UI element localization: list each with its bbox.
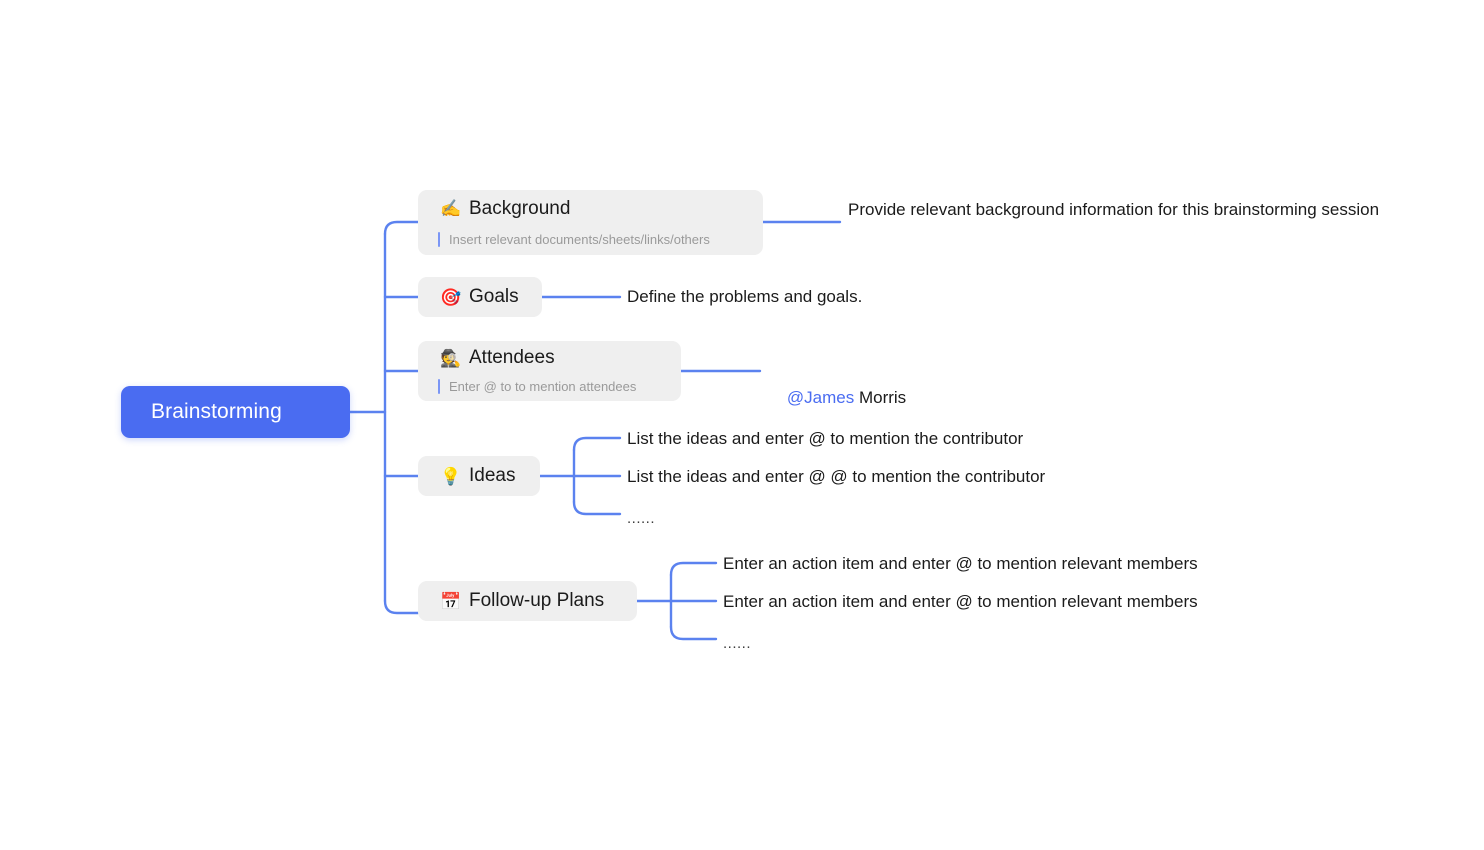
topic-header: 💡 Ideas (418, 457, 540, 495)
calendar-icon: 📅 (440, 591, 462, 611)
target-icon: 🎯 (440, 287, 462, 307)
topic-header: 🕵️ Attendees (418, 341, 681, 375)
topic-header: 🎯 Goals (418, 278, 542, 316)
leaf-node-ideas-1[interactable]: List the ideas and enter @ to mention th… (627, 429, 1024, 448)
topic-header: ✍️ Background (418, 190, 763, 227)
leaf-node-followup-3[interactable]: ...... (723, 635, 752, 652)
topic-node-attendees[interactable]: 🕵️ Attendees Enter @ to to mention atten… (418, 341, 681, 401)
topic-label: Follow-up Plans (469, 590, 605, 611)
topic-label: Attendees (469, 347, 555, 369)
topic-placeholder-text: Insert relevant documents/sheets/links/o… (449, 231, 710, 247)
leaf-node-background-1[interactable]: Provide relevant background information … (848, 200, 1380, 219)
topic-node-ideas[interactable]: 💡 Ideas (418, 456, 540, 496)
topic-node-background[interactable]: ✍️ Background Insert relevant documents/… (418, 190, 763, 255)
root-node[interactable]: Brainstorming (121, 386, 350, 438)
leaf-node-ideas-2[interactable]: List the ideas and enter @ @ to mention … (627, 467, 1046, 486)
topic-placeholder-row[interactable]: Insert relevant documents/sheets/links/o… (418, 227, 763, 251)
writing-hand-icon: ✍️ (440, 199, 462, 219)
topic-label: Goals (469, 286, 519, 307)
topic-header: 📅 Follow-up Plans (418, 582, 637, 620)
mention-token[interactable]: @James (786, 388, 855, 407)
topic-node-goals[interactable]: 🎯 Goals (418, 277, 542, 317)
root-node-label: Brainstorming (151, 400, 282, 423)
topic-placeholder-text: Enter @ to to mention attendees (449, 378, 637, 394)
leaf-node-goals-1[interactable]: Define the problems and goals. (627, 287, 863, 306)
lightbulb-icon: 💡 (440, 466, 462, 486)
quote-bar-icon (438, 378, 440, 394)
leaf-node-attendees-1[interactable]: @James Morris (768, 357, 906, 438)
person-icon: 🕵️ (440, 348, 462, 368)
topic-label: Background (469, 197, 571, 219)
topic-label: Ideas (469, 465, 516, 486)
leaf-node-followup-2[interactable]: Enter an action item and enter @ to ment… (723, 592, 1198, 611)
mention-rest: Morris (854, 388, 907, 407)
topic-placeholder-row[interactable]: Enter @ to to mention attendees (418, 375, 681, 397)
quote-bar-icon (438, 231, 440, 247)
leaf-node-followup-1[interactable]: Enter an action item and enter @ to ment… (723, 554, 1198, 573)
leaf-node-ideas-3[interactable]: ...... (627, 510, 656, 527)
topic-node-followup-plans[interactable]: 📅 Follow-up Plans (418, 581, 637, 621)
